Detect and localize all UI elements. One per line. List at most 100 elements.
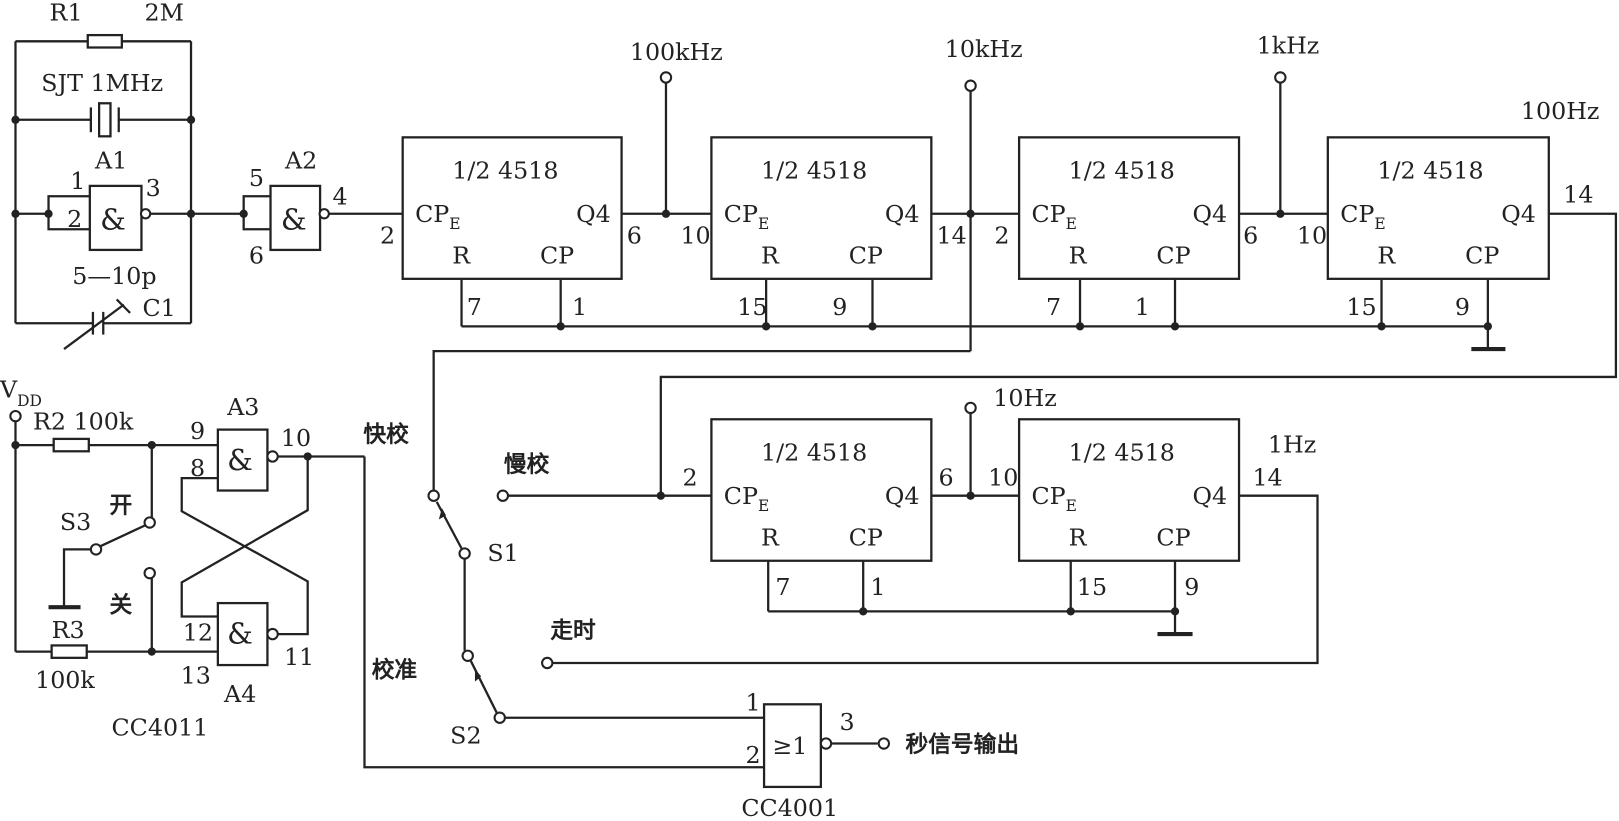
calibration-switches: 快校 慢校 S1 校准 走时 S2 — [363, 421, 765, 750]
counter-title: 1/2 4518 — [761, 157, 867, 185]
cp-label: CP — [1156, 241, 1190, 269]
pin-q4: 14 — [937, 222, 967, 250]
svg-text:CPE: CPE — [1031, 200, 1076, 233]
nor-pin-3: 3 — [839, 708, 854, 736]
output-gate: ≥1 1 2 3 秒信号输出 CC4001 — [741, 688, 1019, 821]
r3-value: 100k — [35, 666, 95, 694]
s2-lever[interactable] — [469, 660, 498, 714]
s3-lever[interactable] — [99, 524, 146, 548]
r-label: R — [1069, 241, 1088, 269]
s3-pivot[interactable] — [89, 543, 103, 556]
pin-r: 15 — [1346, 293, 1376, 321]
s2-label: S2 — [450, 722, 481, 750]
a3-pin-10: 10 — [281, 424, 311, 452]
calibrate-label: 校准 — [372, 656, 418, 683]
q4-label: Q4 — [576, 200, 611, 228]
counter-6: 1/2 4518 CPE Q4 R CP 10 14 15 9 — [988, 418, 1283, 612]
s3-label: S3 — [60, 508, 91, 536]
pin-r: 15 — [737, 293, 767, 321]
svg-text:CPE: CPE — [415, 200, 460, 233]
a2-pin-6: 6 — [249, 241, 264, 269]
pin-cpe: 2 — [682, 463, 697, 491]
s1-lever[interactable] — [435, 501, 463, 549]
cpe-sub: E — [1066, 215, 1077, 233]
counter-4: 1/2 4518 CPE Q4 R CP 10 14 15 9 — [1297, 136, 1593, 327]
gate-a4-symbol: & — [227, 616, 253, 650]
c1-label: C1 — [142, 294, 175, 322]
cp-label: CP — [849, 523, 883, 551]
variable-capacitor-icon — [63, 298, 131, 350]
a4-pin-11: 11 — [284, 643, 314, 671]
s3-off-terminal — [143, 566, 156, 580]
pin-cpe: 10 — [988, 463, 1018, 491]
cpe-label: CP — [1340, 200, 1374, 228]
gate-a1-symbol: & — [100, 202, 126, 236]
r-label: R — [1069, 523, 1088, 551]
gate-a2 — [269, 184, 322, 252]
cpe-sub: E — [1066, 497, 1077, 515]
resistor-r1 — [86, 33, 123, 49]
a2-pin-5: 5 — [249, 164, 264, 192]
a1-pin-2: 2 — [67, 205, 82, 233]
r3-label: R3 — [52, 616, 85, 644]
q4-label: Q4 — [1193, 482, 1228, 510]
tap-100khz-terminal — [659, 71, 673, 84]
debounce-latch: VDD R2 100k R3 100k S3 开 关 & A3 9 8 10 — [0, 376, 765, 769]
cp-label: CP — [849, 241, 883, 269]
oscillator: R1 2M SJT 1MHz & A1 1 2 3 5—10p C1 — [11, 0, 196, 350]
svg-text:CPE: CPE — [724, 482, 769, 515]
pin-q4: 14 — [1563, 180, 1593, 208]
counter-title: 1/2 4518 — [452, 157, 558, 185]
r2-label: R2 100k — [33, 408, 134, 436]
s2-run-terminal — [541, 656, 554, 670]
second-output-terminal — [877, 737, 891, 750]
tap-1khz-label: 1kHz — [1257, 32, 1320, 60]
run-label: 走时 — [550, 618, 596, 644]
crystal-label: SJT 1MHz — [41, 69, 163, 97]
a3-label: A3 — [226, 393, 259, 421]
a4-pin-13: 13 — [181, 662, 211, 690]
counter-title: 1/2 4518 — [761, 439, 867, 467]
vdd-label: V — [0, 376, 18, 404]
s3-on-terminal — [143, 516, 156, 529]
counter-title: 1/2 4518 — [1069, 157, 1175, 185]
pin-cp: 1 — [1135, 293, 1150, 321]
cpe-sub: E — [758, 497, 769, 515]
tap-1hz-label: 1Hz — [1268, 430, 1316, 458]
counter-5: 1/2 4518 CPE Q4 R CP 2 6 7 1 — [682, 418, 954, 612]
c1-value: 5—10p — [72, 262, 156, 290]
nor-pin-2: 2 — [745, 741, 760, 769]
cpe-sub: E — [1374, 215, 1385, 233]
resistor-r2 — [52, 437, 90, 453]
svg-text:CPE: CPE — [724, 200, 769, 233]
slow-calibrate-label: 慢校 — [504, 451, 550, 478]
gate-nor — [762, 703, 822, 789]
tap-10hz-label: 10Hz — [993, 384, 1056, 412]
s1-pivot[interactable] — [458, 547, 471, 560]
bottom-wiring: 10Hz 1Hz — [508, 384, 1319, 665]
a3-pin-8: 8 — [190, 454, 205, 482]
a3-pin-9: 9 — [190, 417, 205, 445]
gate-a2-group: & A2 5 6 4 — [191, 146, 403, 269]
tap-10khz-label: 10kHz — [945, 35, 1023, 63]
pin-cp: 1 — [870, 573, 885, 601]
second-output-label: 秒信号输出 — [906, 731, 1020, 758]
tap-100hz-label: 100Hz — [1521, 97, 1600, 125]
s3-off-label: 关 — [109, 591, 132, 618]
resistor-r3 — [50, 644, 88, 659]
pin-cp: 9 — [832, 293, 847, 321]
pin-cp: 9 — [1455, 293, 1470, 321]
gate-a3 — [216, 428, 269, 492]
vdd-terminal — [9, 409, 22, 423]
s2-pivot[interactable] — [493, 711, 506, 724]
cp-label: CP — [1465, 241, 1499, 269]
a1-label: A1 — [94, 146, 127, 174]
crystal-icon — [89, 102, 120, 138]
a2-label: A2 — [284, 146, 317, 174]
q4-label: Q4 — [1501, 200, 1536, 228]
s3-on-label: 开 — [109, 493, 132, 519]
pin-r: 7 — [467, 293, 482, 321]
cp-label: CP — [540, 241, 574, 269]
pin-cpe: 2 — [380, 222, 395, 250]
cp-label: CP — [1156, 523, 1190, 551]
